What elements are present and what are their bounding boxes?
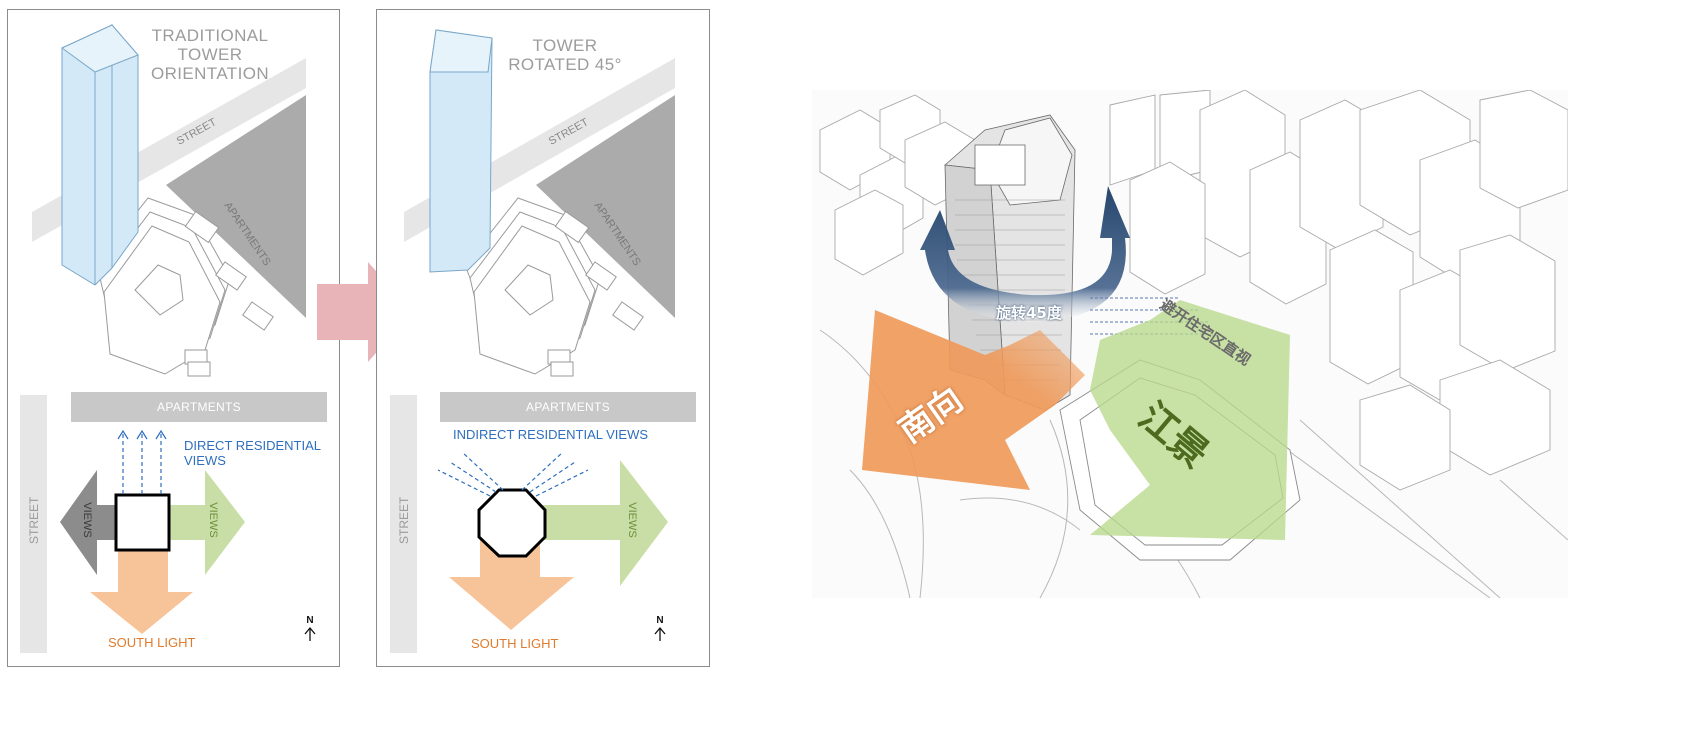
- panel1-title-line3: ORIENTATION: [150, 64, 270, 83]
- apartments-block-2: [536, 95, 675, 318]
- panel1-south-light: SOUTH LIGHT: [108, 635, 196, 650]
- panel1-north-label: N: [306, 615, 314, 626]
- indirect-view-lines: [437, 451, 589, 497]
- panel1-drawing: [20, 23, 327, 653]
- north-arrow-1: [304, 626, 316, 641]
- street-side-bar: [20, 395, 47, 653]
- panel2-title-line1: TOWER: [532, 36, 598, 55]
- panel2-title-line2: ROTATED 45°: [508, 55, 622, 74]
- panel1-residential-line1: DIRECT RESIDENTIAL: [184, 438, 322, 453]
- north-arrow-2: [654, 626, 666, 641]
- direct-view-lines: [117, 429, 167, 494]
- south-light-arrow: [90, 551, 193, 634]
- rotate-label: 旋转45度: [996, 304, 1062, 322]
- south-arrow: [862, 310, 1085, 490]
- panel1-title-line1: TRADITIONAL: [151, 26, 269, 45]
- panel1-apartments-bar: APARTMENTS: [71, 392, 327, 422]
- podium-massing-2: [464, 197, 644, 377]
- tower-rotated: [429, 29, 493, 273]
- panel2-north-label: N: [656, 615, 664, 626]
- south-light-arrow-2: [449, 540, 574, 630]
- panel2-south-light: SOUTH LIGHT: [471, 636, 559, 651]
- tower-traditional: [61, 23, 139, 286]
- panel2-residential: INDIRECT RESIDENTIAL VIEWS: [453, 427, 649, 442]
- panel1-residential-line2: VIEWS: [184, 453, 226, 468]
- apartments-block: [166, 95, 306, 318]
- context-buildings: [819, 90, 1568, 491]
- views-right-arrow-2: [530, 460, 668, 586]
- rotation-arrow: [920, 186, 1130, 322]
- views-left-arrow: [60, 470, 116, 575]
- panel2-drawing: [390, 29, 696, 653]
- panel1-title-line2: TOWER: [177, 45, 243, 64]
- podium-massing: [94, 197, 274, 377]
- river-view-arrow: [1090, 300, 1290, 540]
- street-side-bar-2: [390, 395, 417, 653]
- views-right-arrow: [169, 470, 245, 575]
- panel2-apartments-bar: APARTMENTS: [440, 392, 696, 422]
- tower-plan-square: [114, 493, 171, 552]
- tower-plan-octagon: [477, 488, 547, 558]
